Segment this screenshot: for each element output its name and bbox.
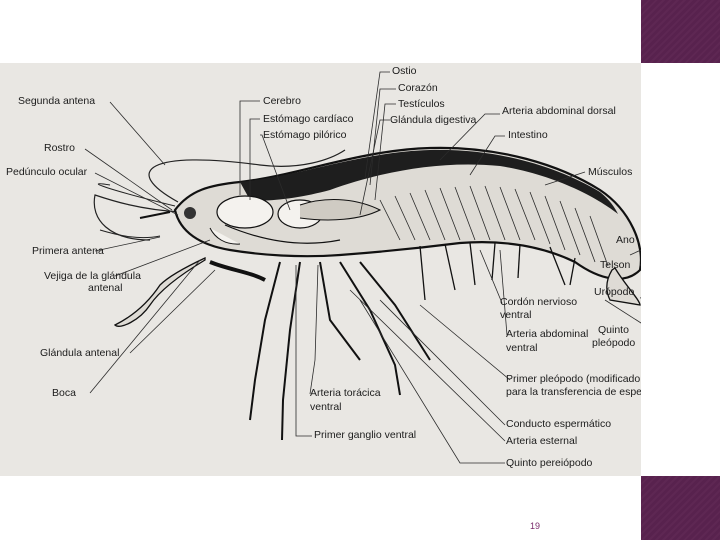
label-cerebro: Cerebro	[263, 96, 301, 107]
label-ano: Ano	[616, 235, 635, 246]
label-segunda-antena: Segunda antena	[18, 96, 95, 107]
crayfish-anatomy-figure: Segunda antena Rostro Pedúnculo ocular P…	[0, 63, 641, 476]
label-primer-pleopodo-line2: para la transferencia de esperma)	[506, 387, 641, 398]
label-musculos: Músculos	[588, 167, 632, 178]
label-primer-ganglio-ventral: Primer ganglio ventral	[314, 430, 416, 441]
label-primera-antena: Primera antena	[32, 246, 104, 257]
label-arteria-toracica-line2: ventral	[310, 402, 342, 413]
label-intestino: Intestino	[508, 130, 548, 141]
label-vejiga-line2: antenal	[88, 283, 122, 294]
label-primer-pleopodo-line1: Primer pleópodo (modificado	[506, 374, 640, 385]
label-arteria-abdominal-dorsal: Arteria abdominal dorsal	[502, 106, 616, 117]
label-arteria-esternal: Arteria esternal	[506, 436, 577, 447]
label-quinto-pleopodo-line1: Quinto	[598, 325, 629, 336]
label-pedunculo-ocular: Pedúnculo ocular	[6, 167, 87, 178]
label-corazon: Corazón	[398, 83, 438, 94]
decorative-bar-top	[641, 0, 720, 63]
label-testiculos: Testículos	[398, 99, 445, 110]
label-arteria-toracica-line1: Arteria torácica	[310, 388, 381, 399]
label-vejiga-line1: Vejiga de la glándula	[44, 271, 141, 282]
label-estomago-cardiaco: Estómago cardíaco	[263, 114, 353, 125]
label-quinto-pleopodo-line2: pleópodo	[592, 338, 635, 349]
label-rostro: Rostro	[44, 143, 75, 154]
label-cordon-line1: Cordón nervioso	[500, 297, 577, 308]
label-uropodo: Urópodo	[594, 287, 634, 298]
page-number: 19	[520, 521, 550, 531]
label-estomago-pilorico: Estómago pilórico	[263, 130, 346, 141]
label-cordon-line2: ventral	[500, 310, 532, 321]
label-quinto-pereiopodo: Quinto pereiópodo	[506, 458, 592, 469]
label-conducto-espermatico: Conducto espermático	[506, 419, 611, 430]
label-arteria-abd-ventral-line2: ventral	[506, 343, 538, 354]
label-glandula-antenal: Glándula antenal	[40, 348, 119, 359]
decorative-bar-bottom	[641, 476, 720, 540]
label-boca: Boca	[52, 388, 76, 399]
label-arteria-abd-ventral-line1: Arteria abdominal	[506, 329, 588, 340]
label-glandula-digestiva: Glándula digestiva	[390, 115, 476, 126]
label-ostio: Ostio	[392, 66, 417, 77]
label-telson: Telson	[600, 260, 630, 271]
